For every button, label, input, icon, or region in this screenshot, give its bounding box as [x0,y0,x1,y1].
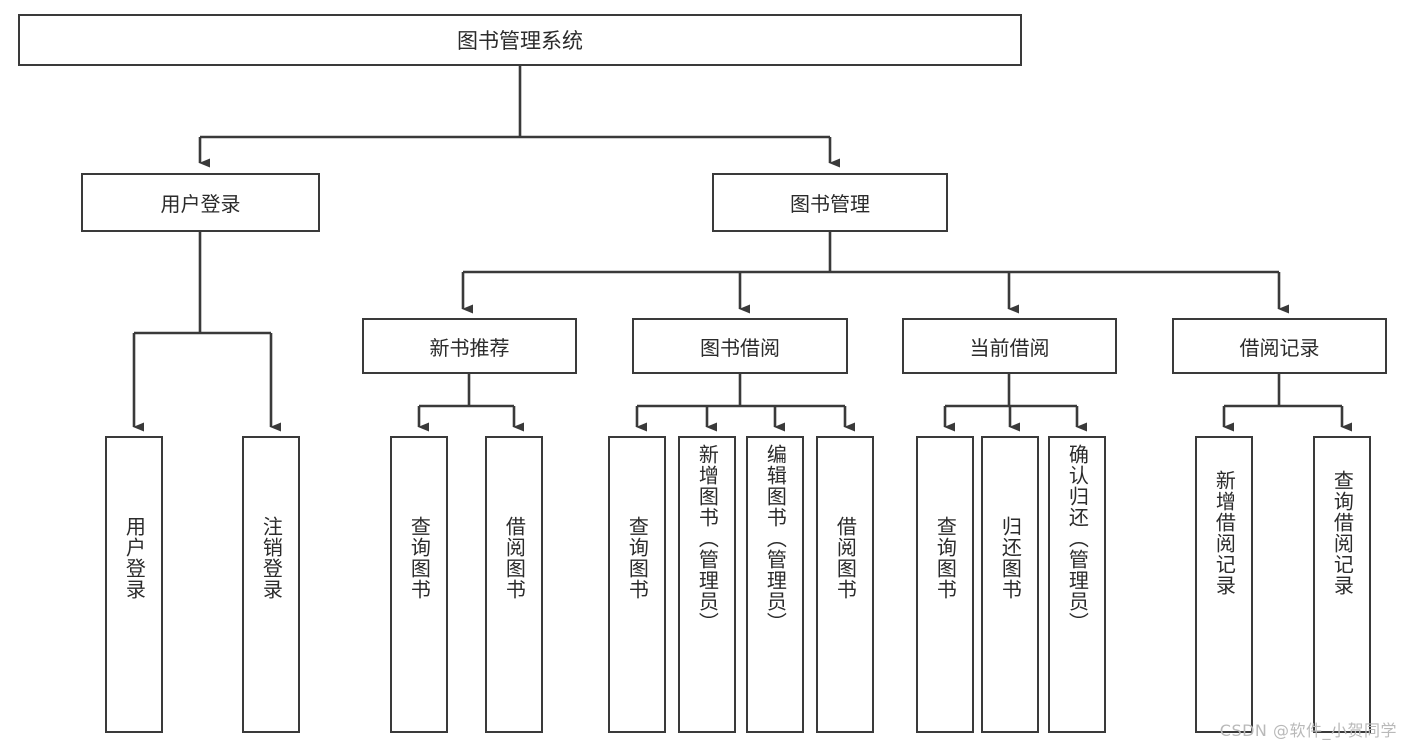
node-label: 图书管理 [790,192,870,216]
leaf-user-login-logout[interactable]: 注销登录 [242,436,300,733]
node-current-borrow[interactable]: 当前借阅 [902,318,1117,374]
leaf-current-borrow-confirm-return-admin[interactable]: 确认归还（管理员） [1048,436,1106,733]
leaf-label: 编辑图书（管理员） [763,444,788,633]
leaf-label: 借阅图书 [502,516,527,600]
node-label: 新书推荐 [429,335,510,360]
node-book-management[interactable]: 图书管理 [712,173,948,232]
leaf-user-login-login[interactable]: 用户登录 [105,436,163,733]
leaf-label: 新增借阅记录 [1212,470,1237,596]
leaf-new-book-query-book[interactable]: 查询图书 [390,436,448,733]
leaf-borrow-record-query-record[interactable]: 查询借阅记录 [1313,436,1371,733]
node-label: 图书管理系统 [457,29,583,53]
leaf-book-borrow-edit-book-admin[interactable]: 编辑图书（管理员） [746,436,804,733]
leaf-label: 查询图书 [933,516,958,600]
node-label: 用户登录 [160,192,241,216]
leaf-book-borrow-query-book[interactable]: 查询图书 [608,436,666,733]
node-root-system[interactable]: 图书管理系统 [18,14,1022,66]
leaf-label: 注销登录 [259,516,284,600]
node-label: 图书借阅 [700,335,780,360]
leaf-label: 归还图书 [998,516,1023,600]
node-new-book-recommend[interactable]: 新书推荐 [362,318,577,374]
leaf-borrow-record-add-record[interactable]: 新增借阅记录 [1195,436,1253,733]
node-borrow-record[interactable]: 借阅记录 [1172,318,1387,374]
leaf-new-book-borrow-book[interactable]: 借阅图书 [485,436,543,733]
leaf-label: 查询图书 [407,516,432,600]
leaf-current-borrow-return-book[interactable]: 归还图书 [981,436,1039,733]
watermark-text: CSDN @软件_小贺同学 [1219,721,1397,740]
node-label: 当前借阅 [969,335,1050,360]
node-user-login[interactable]: 用户登录 [81,173,320,232]
node-label: 借阅记录 [1239,335,1320,360]
leaf-book-borrow-borrow-book[interactable]: 借阅图书 [816,436,874,733]
leaf-label: 借阅图书 [833,516,858,600]
leaf-label: 查询图书 [625,516,650,600]
leaf-book-borrow-add-book-admin[interactable]: 新增图书（管理员） [678,436,736,733]
leaf-label: 用户登录 [122,516,147,600]
leaf-label: 新增图书（管理员） [695,444,720,633]
leaf-current-borrow-query-book[interactable]: 查询图书 [916,436,974,733]
leaf-label: 确认归还（管理员） [1065,444,1090,633]
node-book-borrow[interactable]: 图书借阅 [632,318,848,374]
leaf-label: 查询借阅记录 [1330,470,1355,596]
